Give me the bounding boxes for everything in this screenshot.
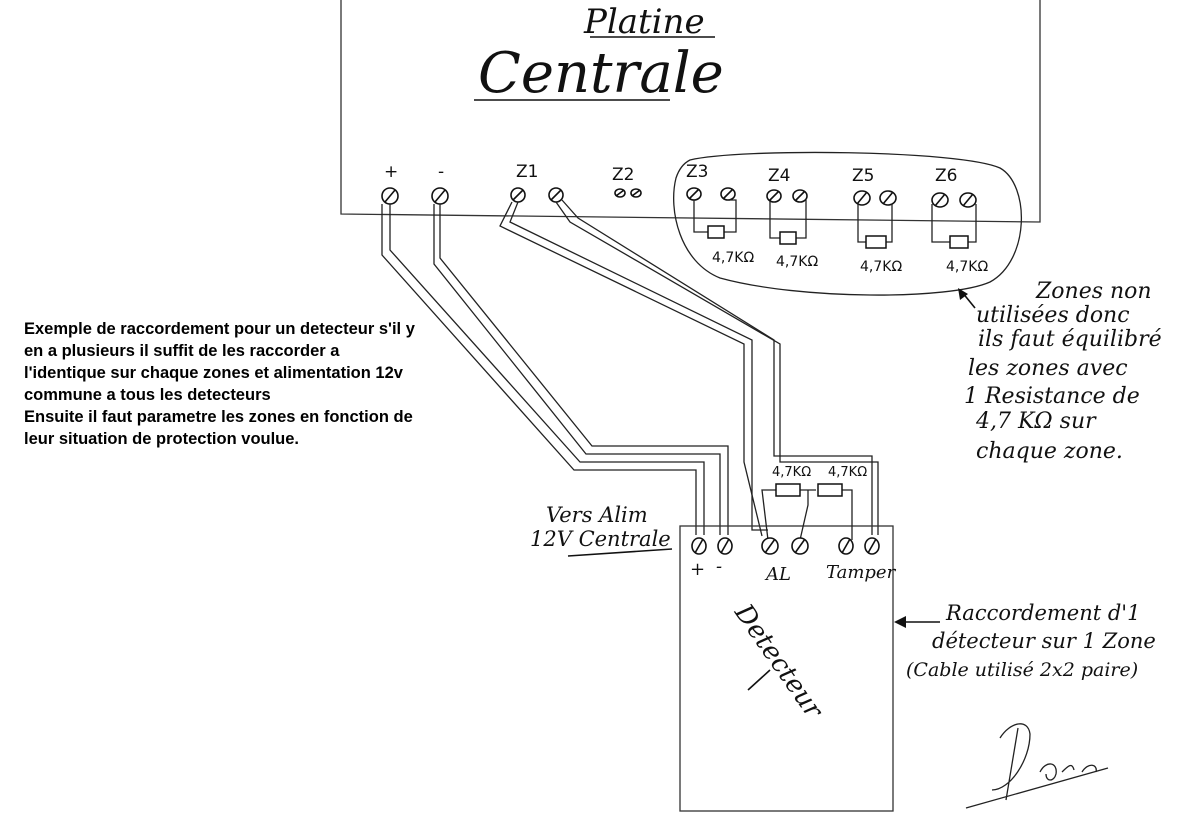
- terminal-z3-a: [686, 187, 702, 201]
- detector-terminal-al-b: [791, 537, 809, 555]
- resistor-z5: [865, 235, 887, 249]
- detector-resistors: 4,7KΩ 4,7KΩ: [761, 465, 867, 541]
- detector-label: Detecteur: [728, 598, 830, 725]
- terminal-z3-b: [720, 187, 736, 201]
- panel-title-line2: Centrale: [478, 41, 724, 106]
- detector-terminal-tamper-a: [838, 537, 854, 555]
- detector-box: [679, 525, 894, 812]
- terminal-z6-b: [959, 192, 977, 208]
- unused-zones-line2: utilisées donc: [976, 303, 1130, 328]
- terminal-z2-b: [630, 188, 642, 198]
- detector-label-tamper: Tamper: [826, 562, 897, 583]
- resistor-value-z6: 4,7KΩ: [946, 259, 988, 275]
- connection-arrow: [894, 616, 940, 628]
- terminal-z1-a: [510, 187, 526, 203]
- panel-title-line1: Platine: [583, 2, 705, 42]
- detector-terminal-al-a: [761, 537, 779, 555]
- signature: [965, 723, 1109, 809]
- terminal-z1-b: [548, 187, 564, 203]
- resistor-value-z5: 4,7KΩ: [860, 259, 902, 275]
- resistor-value-z3: 4,7KΩ: [712, 250, 754, 266]
- terminal-plus: [381, 187, 399, 205]
- detector-terminals: [691, 537, 880, 555]
- detector-terminal-tamper-b: [864, 537, 880, 555]
- label-z4: Z4: [768, 166, 790, 186]
- cable-wires: [381, 199, 879, 537]
- panel-terminal-labels: + - Z1 Z2 Z3 Z4 Z5 Z6: [384, 162, 957, 186]
- detector-label-al: AL: [764, 564, 791, 585]
- typed-note-paragraph1: Exemple de raccordement pour un detecteu…: [24, 320, 415, 404]
- terminal-minus: [431, 187, 449, 205]
- typed-note: Exemple de raccordement pour un detecteu…: [24, 318, 424, 450]
- label-z2: Z2: [612, 165, 634, 185]
- resistor-z4: [779, 231, 797, 245]
- unused-zones-note: Zones non utilisées donc ils faut équili…: [964, 279, 1162, 464]
- zone-resistor-values: 4,7KΩ 4,7KΩ 4,7KΩ 4,7KΩ: [712, 250, 988, 275]
- label-z5: Z5: [852, 166, 874, 186]
- unused-zones-line5: 1 Resistance de: [964, 384, 1140, 409]
- connection-note-line1: Raccordement d'1: [945, 601, 1140, 625]
- label-z3: Z3: [686, 162, 708, 182]
- label-z6: Z6: [935, 166, 957, 186]
- unused-zones-line6: 4,7 KΩ sur: [975, 409, 1097, 434]
- detector-resistor-value-1: 4,7KΩ: [772, 465, 811, 480]
- terminal-z6-a: [931, 192, 949, 208]
- unused-zones-line7: chaque zone.: [976, 439, 1123, 464]
- power-note-underline: [567, 548, 673, 557]
- terminal-z4-b: [792, 189, 808, 203]
- detector-resistor-value-2: 4,7KΩ: [828, 465, 867, 480]
- label-minus: -: [438, 162, 444, 182]
- label-z1: Z1: [516, 162, 538, 182]
- detector-label-plus: +: [690, 559, 705, 580]
- terminal-z4-a: [766, 189, 782, 203]
- terminal-z5-a: [853, 190, 871, 206]
- connection-note: Raccordement d'1 détecteur sur 1 Zone (C…: [906, 601, 1156, 681]
- detector-resistor-2: [817, 483, 843, 497]
- detector-label-underline: [747, 669, 771, 691]
- panel-terminals: [381, 187, 977, 208]
- resistor-z6: [949, 235, 969, 249]
- unused-zones-line1: Zones non: [1035, 279, 1152, 304]
- central-panel-outline: [340, 0, 1041, 223]
- typed-note-paragraph2: Ensuite il faut parametre les zones en f…: [24, 408, 413, 448]
- zone-resistor-loops: [693, 199, 977, 249]
- resistor-z3: [707, 225, 725, 239]
- detector-resistor-1: [775, 483, 801, 497]
- terminal-z5-b: [879, 190, 897, 206]
- detector-terminal-minus: [717, 537, 733, 555]
- power-note-line1: Vers Alim: [546, 503, 648, 527]
- resistor-value-z4: 4,7KΩ: [776, 254, 818, 270]
- unused-zones-line3: ils faut équilibré: [978, 327, 1162, 352]
- detector-terminal-plus: [691, 537, 707, 555]
- unused-zones-line4: les zones avec: [968, 356, 1128, 381]
- power-note-line2: 12V Centrale: [530, 527, 671, 551]
- unused-zones-arrow: [958, 288, 976, 309]
- detector-label-minus: -: [716, 556, 722, 577]
- detector-terminal-labels: + - AL Tamper: [690, 556, 897, 585]
- terminal-z2-a: [614, 188, 626, 198]
- connection-note-line3: (Cable utilisé 2x2 paire): [906, 659, 1138, 681]
- connection-note-line2: détecteur sur 1 Zone: [932, 629, 1156, 653]
- label-plus: +: [384, 162, 398, 182]
- power-note: Vers Alim 12V Centrale: [530, 503, 671, 551]
